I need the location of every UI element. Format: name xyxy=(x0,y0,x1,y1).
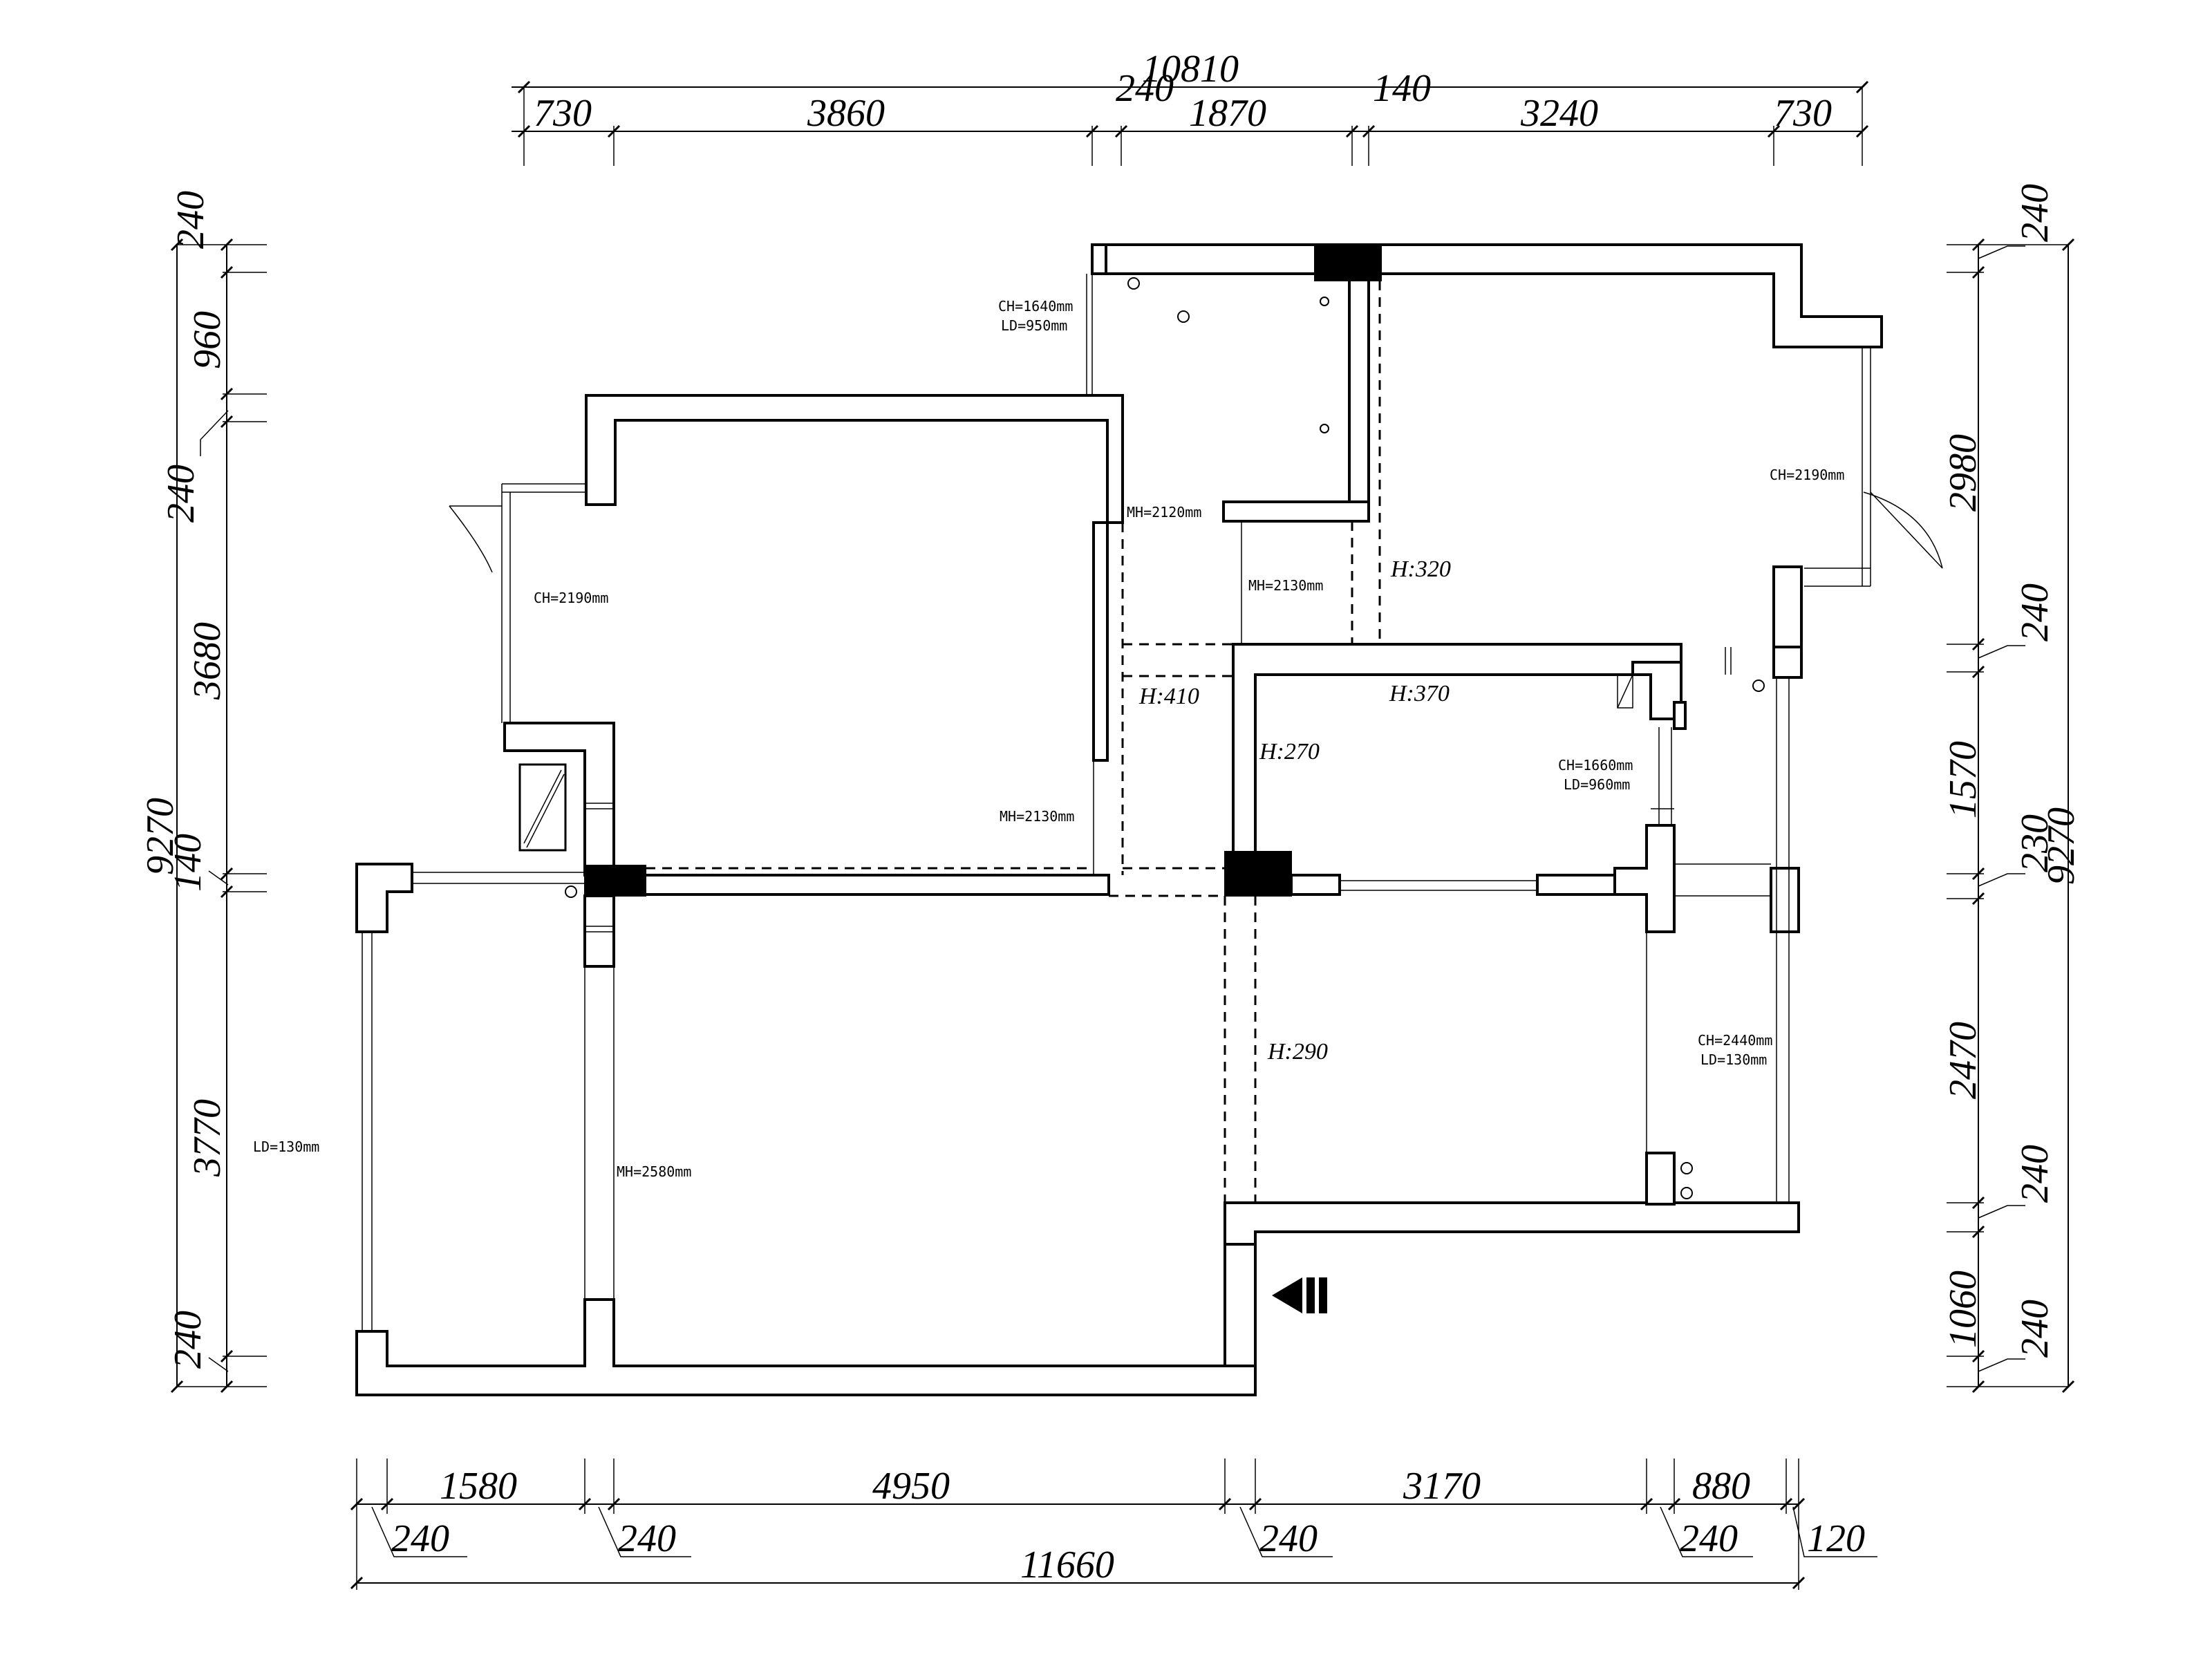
dim-top-4: 1870 xyxy=(1189,92,1266,135)
dim-right-9: 240 xyxy=(2014,1300,2056,1358)
dim-top-2: 3860 xyxy=(807,92,885,135)
note-ld960: LD=960mm xyxy=(1564,776,1630,793)
dim-top-7: 730 xyxy=(1774,92,1832,135)
dim-bottom-2: 4950 xyxy=(872,1465,950,1508)
dim-left-2: 960 xyxy=(186,311,229,369)
note-h370: H:370 xyxy=(1389,681,1450,706)
note-h290: H:290 xyxy=(1267,1039,1328,1065)
note-ld130-right: LD=130mm xyxy=(1700,1051,1767,1068)
dim-bottom-wall-5: 120 xyxy=(1807,1517,1865,1560)
dim-bottom-wall-3: 240 xyxy=(1259,1517,1318,1560)
door-swings xyxy=(449,491,1943,709)
wall-top-right xyxy=(1091,243,1883,348)
note-ch2190-left: CH=2190mm xyxy=(534,590,608,606)
note-ch2440: CH=2440mm xyxy=(1698,1032,1772,1049)
note-h320: H:320 xyxy=(1390,556,1451,582)
dim-right-6: 2470 xyxy=(1942,1022,1985,1099)
hatches xyxy=(585,647,1732,932)
dim-bottom-wall-1: 240 xyxy=(391,1517,449,1560)
note-ch1640: CH=1640mm xyxy=(998,298,1073,315)
dim-left-5: 140 xyxy=(167,834,209,892)
dim-bottom-1: 1580 xyxy=(440,1465,517,1508)
dim-right-4: 1570 xyxy=(1942,741,1985,818)
fixture-circles xyxy=(565,277,1765,1199)
dim-right-5: 230 xyxy=(2014,814,2056,872)
structural-column xyxy=(1314,245,1382,281)
dim-bottom-4: 880 xyxy=(1692,1465,1750,1508)
dim-right-total: 9270 xyxy=(2040,807,2083,885)
dim-right-7: 240 xyxy=(2014,1145,2056,1203)
dim-bottom-3: 3170 xyxy=(1403,1465,1481,1508)
note-ch2190-right: CH=2190mm xyxy=(1770,467,1844,483)
beam-lines xyxy=(646,281,1618,1203)
dim-right-1: 240 xyxy=(2014,184,2056,242)
structural-column xyxy=(1224,851,1292,897)
note-ch1660: CH=1660mm xyxy=(1558,757,1633,774)
note-ld130-left: LD=130mm xyxy=(253,1138,319,1155)
left-dimension-chain: 240 960 240 3680 140 9270 3770 240 xyxy=(139,191,267,1394)
annotations: CH=1640mm LD=950mm CH=2190mm CH=2190mm M… xyxy=(253,298,1844,1180)
dim-left-1: 240 xyxy=(169,191,212,249)
note-ld950: LD=950mm xyxy=(1001,317,1067,334)
dim-top-6: 3240 xyxy=(1520,92,1598,135)
structural-column xyxy=(584,865,646,897)
note-h410: H:410 xyxy=(1138,684,1199,709)
entrance-arrow-icon xyxy=(1272,1277,1327,1313)
dim-bottom-wall-2: 240 xyxy=(618,1517,676,1560)
dim-right-2: 2980 xyxy=(1942,434,1985,512)
dim-top-1: 730 xyxy=(534,92,592,135)
wall-bedroom-north xyxy=(585,394,1124,524)
wall-bottom-right xyxy=(1224,1201,1800,1246)
walls xyxy=(355,243,1883,1396)
bottom-dimension-chain: 1580 4950 3170 880 240 240 240 240 120 1… xyxy=(350,1459,1877,1590)
dim-right-3: 240 xyxy=(2014,583,2056,641)
dim-left-4: 3680 xyxy=(186,622,229,700)
note-mh2130-b: MH=2130mm xyxy=(1000,808,1074,825)
wall-living-south xyxy=(355,1298,1257,1396)
dim-right-8: 1060 xyxy=(1942,1271,1985,1348)
note-mh2580: MH=2580mm xyxy=(617,1163,691,1180)
dim-top-total: 10810 xyxy=(1142,48,1239,91)
dim-bottom-wall-4: 240 xyxy=(1680,1517,1738,1560)
dim-left-6: 3770 xyxy=(186,1099,229,1177)
dim-left-7: 240 xyxy=(167,1311,209,1369)
dim-left-total: 9270 xyxy=(139,798,182,875)
dim-left-3: 240 xyxy=(160,465,203,523)
dim-top-5: 140 xyxy=(1373,67,1431,110)
dim-bottom-total: 11660 xyxy=(1020,1544,1114,1586)
right-dimension-chain: 240 2980 240 1570 230 9270 2470 240 1060… xyxy=(1942,184,2083,1394)
dim-top-3: 240 xyxy=(1116,67,1174,110)
top-dimension-chain: 10810 730 3860 240 1870 140 3240 730 xyxy=(512,48,1869,166)
windows xyxy=(362,274,1871,1331)
note-mh2130-a: MH=2130mm xyxy=(1248,577,1323,594)
note-mh2120: MH=2120mm xyxy=(1127,504,1201,521)
note-h270: H:270 xyxy=(1259,739,1320,765)
